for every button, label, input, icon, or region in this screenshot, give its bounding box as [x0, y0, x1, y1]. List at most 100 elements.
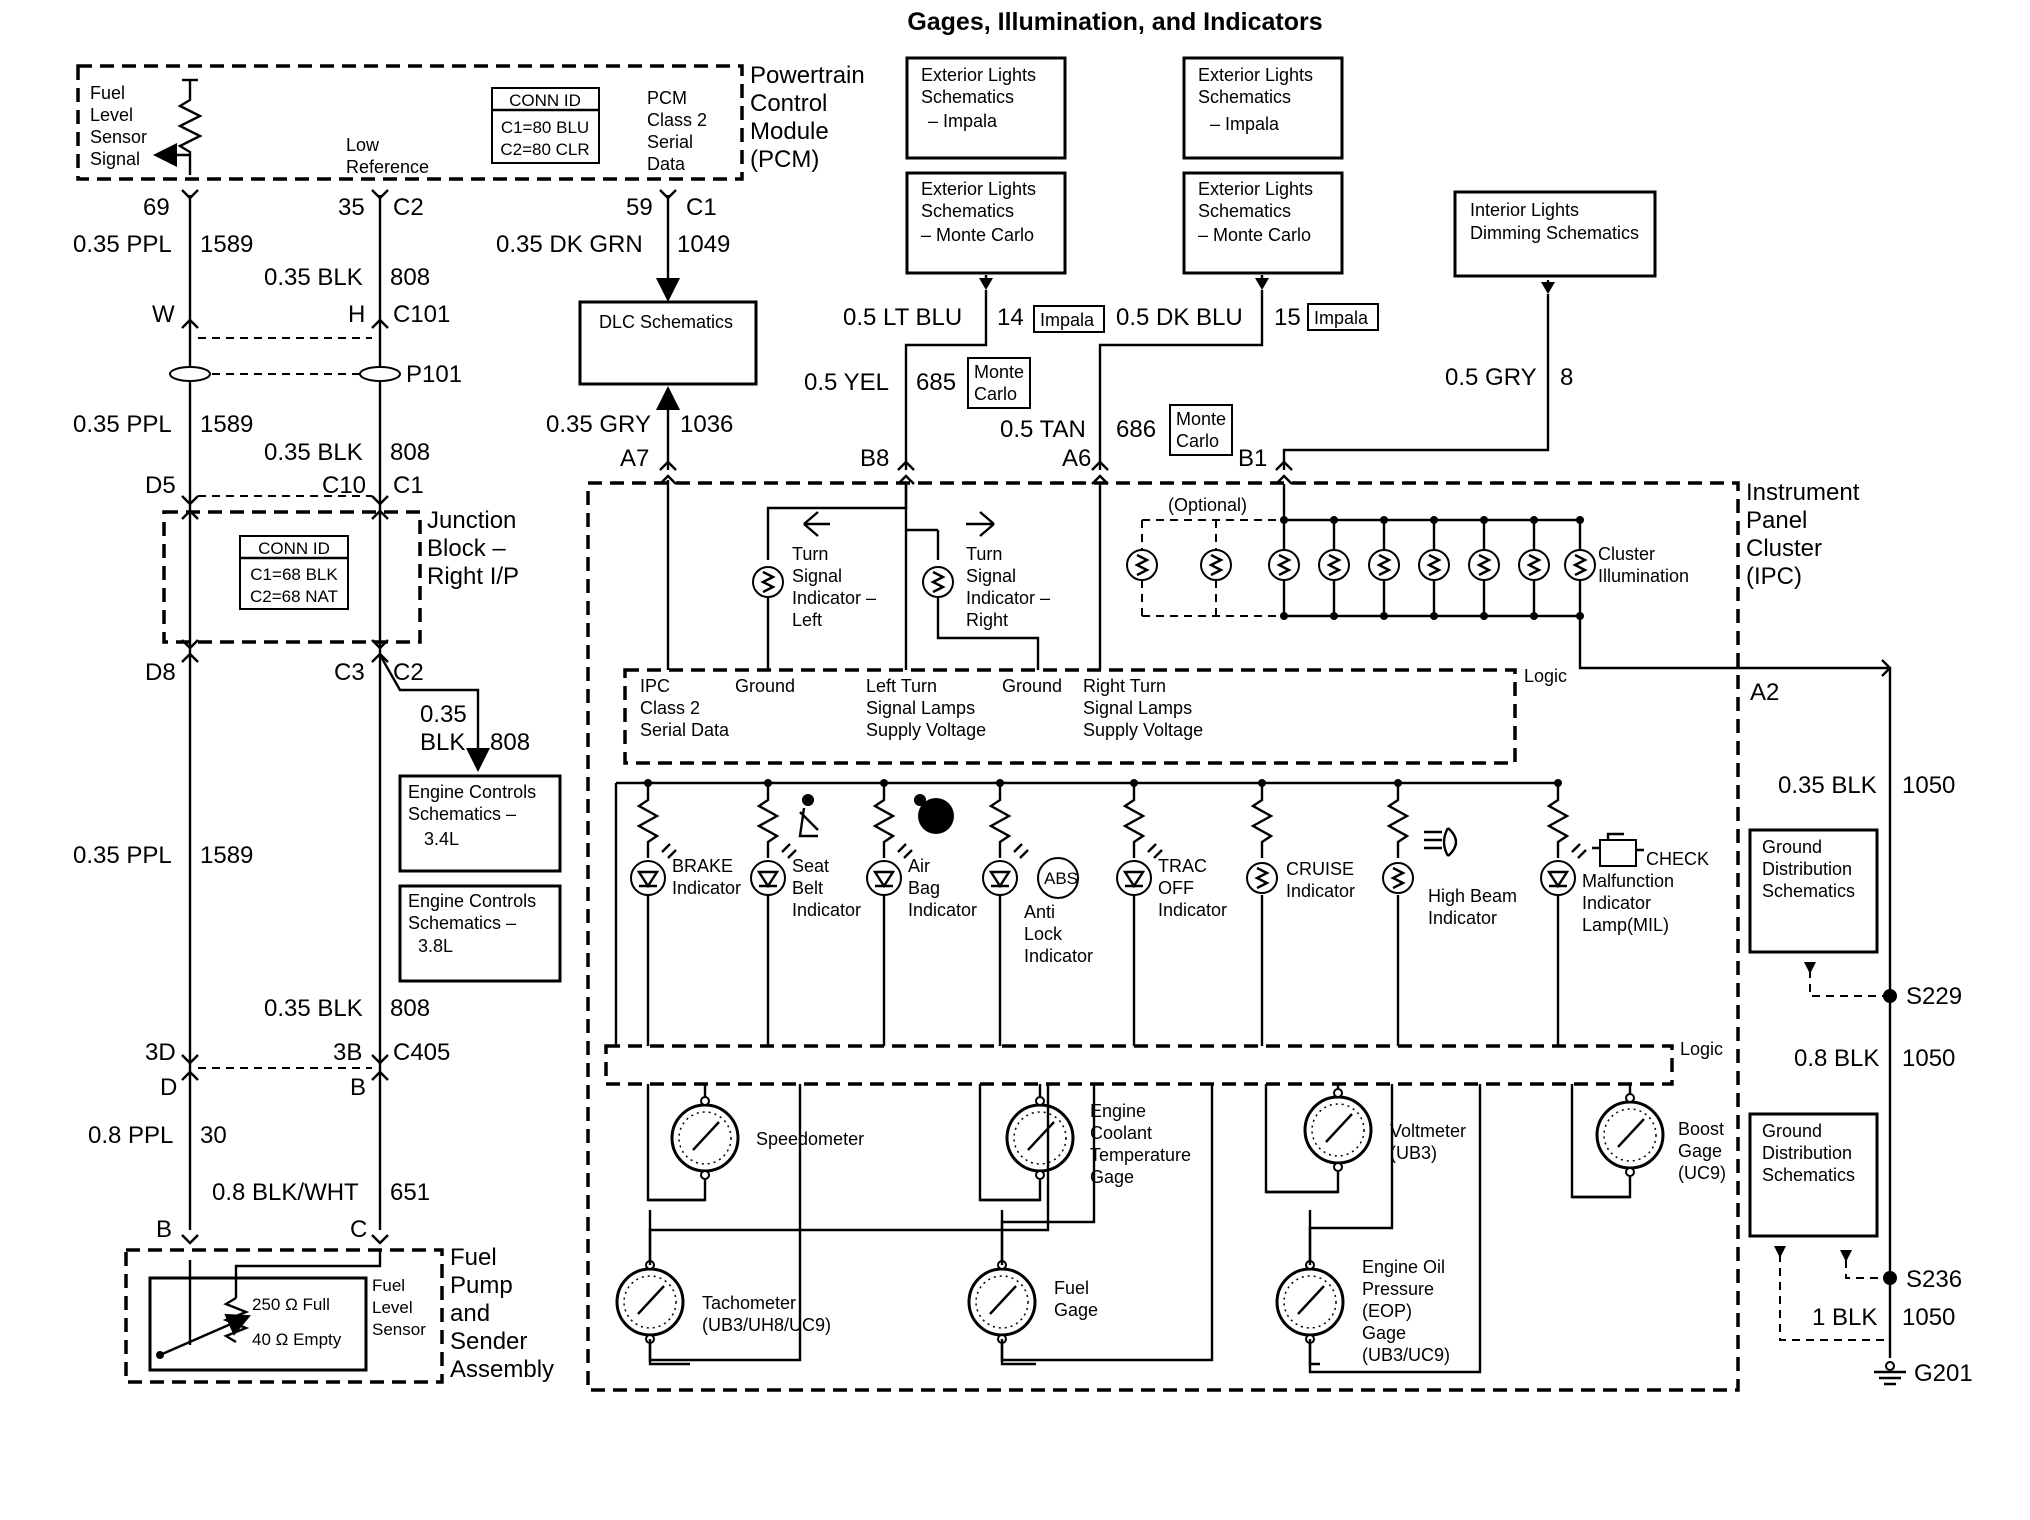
ipc-top-wiring	[897, 275, 1555, 485]
svg-text:Impala: Impala	[1040, 310, 1095, 330]
wire-blk-1-num: 808	[390, 264, 430, 291]
fuel-sender-full: 250 Ω Full	[252, 1295, 330, 1314]
splice-s236: S236	[1906, 1266, 1962, 1293]
pin-14: 14	[997, 304, 1024, 331]
wire-ppl-2-num: 1589	[200, 411, 253, 438]
gauge-needle	[637, 1285, 665, 1315]
pin-b1: B1	[1238, 445, 1267, 472]
wire-gry-label: 0.35 GRY	[546, 411, 651, 438]
wire-ppl-3-label: 0.35 PPL	[73, 842, 172, 869]
fuel-sender-wiper	[159, 1313, 251, 1357]
fuel-pump-assembly[interactable]: Fuel Pump and Sender Assembly 250 Ω Full…	[124, 1244, 554, 1384]
logic-lower-box: Logic	[604, 1039, 1723, 1086]
pin-3b: 3B	[333, 1039, 362, 1066]
ipc-title: Instrument Panel Cluster (IPC)	[1746, 479, 1866, 590]
wire-blkwht-num: 651	[390, 1179, 430, 1206]
wire-blk-3-label: 0.35 BLK	[264, 995, 363, 1022]
wire-blk-3-num: 808	[390, 995, 430, 1022]
abs-badge: ABS	[1037, 857, 1079, 899]
wire-gry-8-num: 8	[1560, 364, 1573, 391]
illumination-bulb	[1518, 516, 1550, 620]
ground-wiring	[1774, 668, 1906, 1386]
logic-label-ground-2: Ground	[1002, 676, 1062, 696]
svg-text:Logic: Logic	[1680, 1039, 1723, 1059]
gauge-5: Tachometer(UB3/UH8/UC9)	[615, 1210, 831, 1366]
check-engine-icon	[1599, 839, 1637, 867]
pcm-sensor-label: Fuel Level Sensor Signal	[90, 83, 152, 169]
dlc-schematics-box[interactable]: DLC Schematics	[578, 300, 758, 386]
wire-blk-1050-c-num: 1050	[1902, 1304, 1955, 1331]
wire-ltblu-label: 0.5 LT BLU	[843, 304, 962, 331]
svg-text:Logic: Logic	[1524, 666, 1567, 686]
wire-gry-8-label: 0.5 GRY	[1445, 364, 1537, 391]
wire-ppl-3-num: 1589	[200, 842, 253, 869]
ground-g201: G201	[1914, 1360, 1973, 1387]
gauge-3: Voltmeter(UB3)	[1266, 1084, 1466, 1194]
gauge-label: Voltmeter(UB3)	[1390, 1121, 1466, 1163]
junction-block[interactable]: Junction Block – Right I/P CONN ID C1=68…	[162, 507, 523, 644]
wire-yel-num: 685	[916, 369, 956, 396]
wire-ppl-1-num: 1589	[200, 231, 253, 258]
pin-15: 15	[1274, 304, 1301, 331]
junction-title: Junction Block – Right I/P	[427, 507, 523, 590]
gauge-needle	[1297, 1285, 1325, 1315]
pcm-title: Powertrain Control Module (PCM)	[750, 62, 871, 173]
pcm-outline	[76, 64, 744, 181]
pin-w: W	[152, 301, 175, 328]
instrument-panel-cluster[interactable]: Instrument Panel Cluster (IPC)	[586, 479, 1866, 1392]
p101-splice-ppl	[169, 366, 211, 382]
left-wiring	[169, 189, 490, 1245]
wire-blk-1050-c-label: 1 BLK	[1812, 1304, 1877, 1331]
pin-b8: B8	[860, 445, 889, 472]
wire-blk-branch-color: BLK	[420, 729, 465, 756]
pcm-sensor-resistor	[177, 80, 203, 175]
tag-impala-1: Impala	[1033, 305, 1105, 333]
wire-tan-label: 0.5 TAN	[1000, 416, 1086, 443]
svg-text:DLC Schematics: DLC Schematics	[599, 312, 733, 332]
gauge-1: Speedometer	[648, 1084, 864, 1202]
wire-blk-1050-b-num: 1050	[1902, 1045, 1955, 1072]
pcm-module[interactable]: Powertrain Control Module (PCM) Fuel Lev…	[76, 62, 871, 181]
fuel-level-sensor-label: Fuel Level Sensor	[372, 1276, 426, 1339]
svg-text:C1=68 BLK: C1=68 BLK	[250, 565, 338, 584]
wire-tan-num: 686	[1116, 416, 1156, 443]
seat-belt-icon	[802, 794, 814, 806]
wire-blk-2-label: 0.35 BLK	[264, 439, 363, 466]
illumination-bulb	[1318, 516, 1350, 620]
pin-a2: A2	[1750, 679, 1779, 706]
illumination-bulbs	[1126, 516, 1596, 620]
